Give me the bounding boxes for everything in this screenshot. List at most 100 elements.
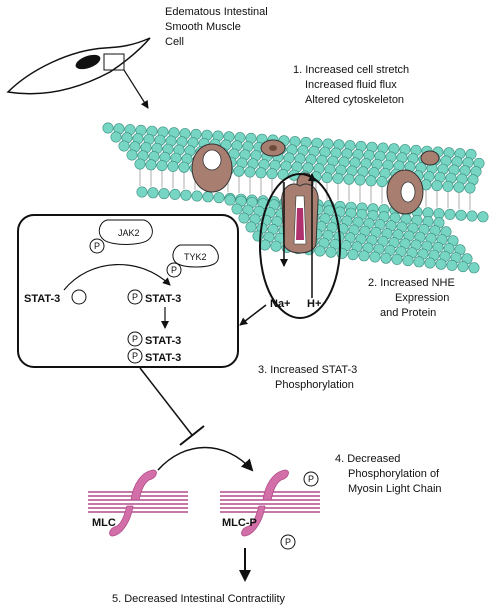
lipid-head (244, 166, 256, 178)
lipid-head (102, 122, 114, 134)
nhe-to-stat-arrow (239, 304, 267, 326)
phospho-circle-mlc-bottom (280, 534, 296, 550)
lipid-head (136, 186, 148, 198)
cell-label: Edematous Intestinal Smooth Muscle Cell (165, 6, 271, 48)
lipid-head (453, 181, 465, 193)
phospho-label: P (132, 334, 138, 344)
myosin-mlc-p (220, 469, 320, 537)
membrane-protein-left (191, 143, 233, 193)
phospho-circle-dimer-b (127, 348, 143, 364)
lipid-bilayer (102, 122, 489, 274)
lipid-head (145, 159, 157, 171)
phospho-label: P (308, 474, 314, 484)
step3-label: 3. Increased STAT-3 Phosphorylation (258, 364, 360, 391)
lipid-head (233, 165, 245, 177)
membrane-protein-top (260, 139, 286, 157)
lipid-head (259, 239, 271, 251)
phospho-label: P (94, 241, 100, 251)
step2-label: 2. Increased NHE Expression and Protein (368, 277, 458, 319)
lipid-head (466, 210, 478, 222)
lipid-head (376, 176, 388, 188)
lipid-head (442, 180, 454, 192)
step1-label: 1. Increased cell stretch Increased flui… (293, 64, 412, 106)
lipid-head (238, 212, 250, 224)
lipid-head (126, 149, 138, 161)
lipid-head (332, 172, 344, 184)
lipid-head (110, 131, 122, 143)
lipid-head (224, 194, 236, 206)
lipid-head (444, 208, 456, 220)
lipid-head (464, 182, 476, 194)
phospho-circle-stat3 (127, 289, 143, 305)
nhe-highlight-oval (259, 173, 341, 319)
lipid-head (156, 160, 168, 172)
phospho-circle-tyk2: P (166, 262, 182, 278)
lipid-head (413, 256, 425, 268)
lipid-head (213, 192, 225, 204)
tyk2-label: TYK2 (184, 252, 207, 262)
phospho-circle-dimer-a (127, 331, 143, 347)
lipid-head (446, 259, 458, 271)
lipid-head (369, 251, 381, 263)
tyk2-kinase: TYK2 (172, 244, 219, 268)
lipid-head (358, 250, 370, 262)
lipid-head (245, 221, 257, 233)
lipid-head (391, 253, 403, 265)
lipid-head (231, 203, 243, 215)
na-label: Na+ (270, 298, 291, 310)
stat3-dimer-b: STAT-3 (145, 352, 181, 364)
empty-site-circle (71, 289, 87, 305)
lipid-head (347, 249, 359, 261)
lipid-head (477, 211, 489, 223)
lipid-head (354, 174, 366, 186)
lipid-head (270, 240, 282, 252)
lipid-head (118, 140, 130, 152)
lipid-head (457, 261, 469, 273)
stat3-dimer-a: STAT-3 (145, 335, 181, 347)
stat3-phosphorylated: STAT-3 (145, 293, 181, 305)
myosin-mlc (88, 469, 188, 537)
lipid-head (380, 252, 392, 264)
lipid-head (266, 168, 278, 180)
lipid-head (158, 188, 170, 200)
lipid-head (180, 189, 192, 201)
lipid-head (169, 188, 181, 200)
h-label: H+ (307, 298, 321, 310)
lipid-head (431, 180, 443, 192)
step4-label: 4. Decreased Phosphorylation of Myosin L… (335, 453, 442, 495)
lipid-head (255, 167, 267, 179)
lipid-head (178, 161, 190, 173)
membrane-protein-right (386, 169, 424, 215)
lipid-head (468, 262, 480, 274)
lipid-head (435, 258, 447, 270)
phospho-label: P (285, 537, 291, 547)
smooth-muscle-cell-icon (6, 37, 151, 95)
lipid-head (365, 175, 377, 187)
jak2-label: JAK2 (118, 228, 140, 238)
lipid-head (424, 257, 436, 269)
phospho-label: P (132, 292, 138, 302)
lipid-head (455, 209, 467, 221)
lipid-head (147, 187, 159, 199)
lipid-head (336, 247, 348, 259)
lipid-head (134, 158, 146, 170)
phospho-label: P (132, 351, 138, 361)
mlc-phosphorylation-arrow (157, 446, 254, 472)
inhibition-line (139, 367, 193, 436)
inhibition-bar (179, 425, 205, 446)
jak2-kinase: JAK2 (98, 219, 153, 245)
phospho-circle-mlc-top (303, 471, 319, 487)
step5-label: 5. Decreased Intestinal Contractility (112, 593, 286, 605)
membrane-protein-far-right (420, 150, 440, 166)
lipid-head (314, 245, 326, 257)
mlc-label: MLC (92, 517, 116, 529)
mlc-p-label: MLC-P (222, 517, 257, 529)
zoom-arrow (123, 69, 149, 109)
lipid-head (191, 190, 203, 202)
phosphorylation-arrow (63, 264, 171, 291)
phospho-circle-jak2: P (89, 238, 105, 254)
lipid-head (433, 208, 445, 220)
lipid-head (167, 160, 179, 172)
lipid-head (321, 172, 333, 184)
